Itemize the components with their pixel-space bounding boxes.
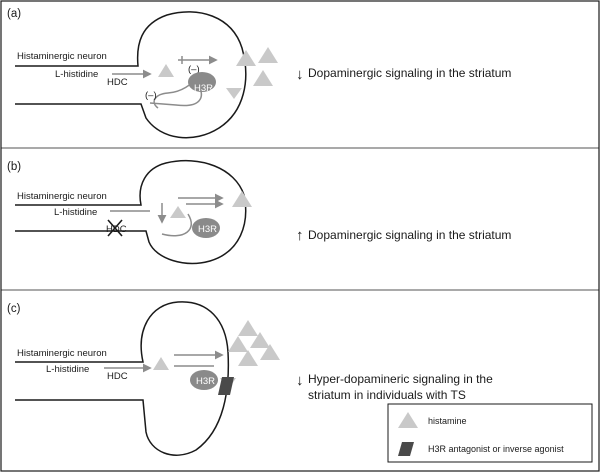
panel-b-neuron-outline — [15, 159, 247, 265]
panel-c-receptor-label: H3R — [196, 376, 215, 387]
histamine-icon — [250, 332, 270, 348]
receptor-icon — [190, 370, 218, 390]
panel-b-blocked-hdc-cross — [107, 219, 123, 237]
panel-b-precursor-label: L-histidine — [54, 207, 97, 218]
panel-c: (c) Histaminergic neuron L-histidine HDC… — [7, 301, 593, 463]
legend-box — [387, 403, 593, 463]
panel-a-inhibition-mark-2: (–) — [188, 64, 200, 75]
panel-c-neuron-outline — [15, 301, 230, 456]
panel-b-effect-arrow: ↑ — [296, 227, 304, 244]
antagonist-icon — [218, 377, 234, 395]
histamine-icon — [153, 357, 169, 370]
receptor-icon — [192, 218, 220, 238]
panel-a-letter: (a) — [7, 8, 21, 20]
panel-a-receptor-label: H3R — [194, 83, 213, 94]
histamine-icon — [226, 88, 242, 99]
histamine-icon — [170, 206, 186, 218]
histamine-icon — [236, 50, 256, 66]
panel-c-effect-text-line-1: Hyper-dopamineric signaling in the — [308, 372, 493, 386]
histamine-icon — [238, 350, 258, 366]
panel-c-effect-arrow: ↓ — [296, 372, 304, 389]
panel-a-effect-text: Dopaminergic signaling in the striatum — [308, 66, 511, 80]
histamine-icon — [258, 47, 278, 63]
panel-c-precursor-label: L-histidine — [46, 364, 89, 375]
panel-a-enzyme-label: HDC — [107, 77, 128, 88]
panel-b-receptor-label: H3R — [198, 224, 217, 235]
panel-b: (b) Histaminergic neuron L-histidine HDC… — [7, 159, 511, 265]
histamine-icon — [228, 336, 248, 352]
histamine-icon — [238, 320, 258, 336]
panel-a-effect-arrow: ↓ — [296, 66, 304, 83]
panel-c-effect-text-line-2: striatum in individuals with TS — [308, 388, 466, 402]
panel-a-neuron-label: Histaminergic neuron — [17, 51, 107, 62]
legend-antagonist-label: H3R antagonist or inverse agonist — [428, 444, 564, 454]
panel-b-feedback-loop — [161, 213, 192, 237]
histamine-icon — [398, 412, 418, 428]
panel-a-precursor-label: L-histidine — [55, 69, 98, 80]
panel-b-letter: (b) — [7, 161, 21, 173]
panel-c-letter: (c) — [7, 303, 21, 315]
panel-c-neuron-label: Histaminergic neuron — [17, 348, 107, 359]
histamine-icon — [158, 64, 174, 77]
receptor-icon — [188, 72, 216, 92]
panel-a: (a) Histaminergic neuron L-histidine HDC… — [7, 8, 511, 139]
antagonist-icon — [398, 442, 414, 456]
panel-c-enzyme-label: HDC — [107, 371, 128, 382]
legend: histamine H3R antagonist or inverse agon… — [387, 403, 593, 463]
panel-a-neuron-outline — [15, 11, 247, 139]
histamine-icon — [253, 70, 273, 86]
legend-histamine-label: histamine — [428, 416, 467, 426]
histamine-icon — [260, 344, 280, 360]
panel-a-inhibition-mark-1: (–) — [145, 90, 157, 101]
panel-b-neuron-label: Histaminergic neuron — [17, 191, 107, 202]
panel-b-effect-text: Dopaminergic signaling in the striatum — [308, 228, 511, 242]
histamine-icon — [232, 191, 252, 207]
